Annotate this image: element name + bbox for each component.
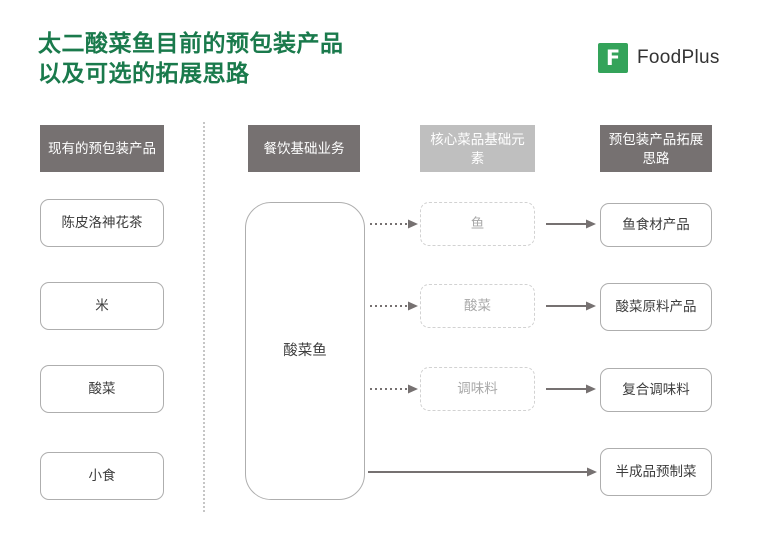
existing-product-box-4[interactable]: 小食 [40, 452, 164, 500]
existing-product-box-1[interactable]: 陈皮洛神花茶 [40, 199, 164, 247]
existing-product-box-3[interactable]: 酸菜 [40, 365, 164, 413]
column-header-packaged-product-expansion: 预包装产品拓展思路 [600, 125, 712, 172]
core-element-box-2[interactable]: 酸菜 [420, 284, 535, 328]
foodplus-logo-icon: F [598, 43, 628, 73]
expansion-product-box-2[interactable]: 酸菜原料产品 [600, 283, 712, 331]
page-title: 太二酸菜鱼目前的预包装产品 以及可选的拓展思路 [38, 28, 468, 88]
solid-arrow-2 [546, 300, 598, 312]
dotted-arrow-3 [370, 383, 420, 395]
foodplus-logo: F FoodPlus [598, 43, 720, 73]
core-element-box-1[interactable]: 鱼 [420, 202, 535, 246]
expansion-product-box-1[interactable]: 鱼食材产品 [600, 203, 712, 247]
solid-arrow-3 [546, 383, 598, 395]
column-header-existing-products: 现有的预包装产品 [40, 125, 164, 172]
page-title-line-2: 以及可选的拓展思路 [38, 60, 250, 86]
long-solid-arrow [368, 466, 599, 478]
logo-wordmark: FoodPlus [637, 47, 720, 68]
existing-product-box-2[interactable]: 米 [40, 282, 164, 330]
core-element-box-3[interactable]: 调味料 [420, 367, 535, 411]
solid-arrow-1 [546, 218, 598, 230]
page-title-line-1: 太二酸菜鱼目前的预包装产品 [38, 30, 344, 56]
center-dish-box[interactable]: 酸菜鱼 [245, 202, 365, 500]
dotted-arrow-2 [370, 300, 420, 312]
expansion-product-box-4[interactable]: 半成品预制菜 [600, 448, 712, 496]
column-divider [203, 122, 205, 512]
expansion-product-box-3[interactable]: 复合调味料 [600, 368, 712, 412]
column-header-restaurant-base-business: 餐饮基础业务 [248, 125, 360, 172]
dotted-arrow-1 [370, 218, 420, 230]
column-header-core-dish-elements: 核心菜品基础元素 [420, 125, 535, 172]
logo-letter: F [605, 45, 621, 70]
